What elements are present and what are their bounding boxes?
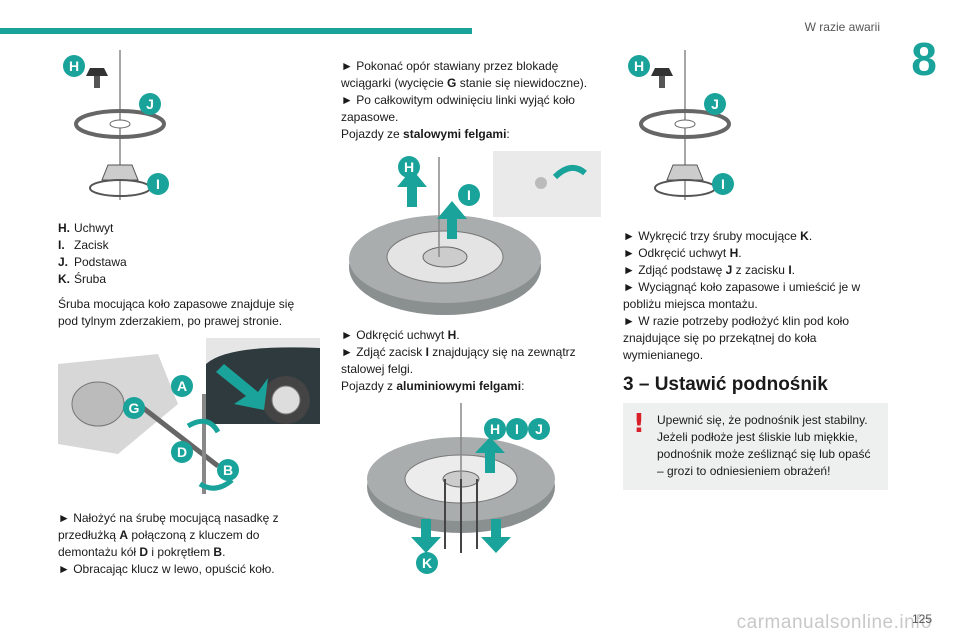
spare-wheel-fixing-diagram: H J I — [63, 50, 169, 200]
fig5-label-h: H — [634, 58, 644, 74]
legend-item: I.Zacisk — [58, 238, 109, 252]
page-number: 125 — [911, 612, 932, 626]
fig4-label-h: H — [490, 421, 500, 437]
steel-rims-heading: Pojazdy ze stalowymi felgami: — [341, 127, 510, 141]
legend-item: H.Uchwyt — [58, 221, 114, 235]
header-accent-bar — [0, 28, 472, 34]
fig1-label-j: J — [146, 96, 154, 112]
chapter-number: 8 — [888, 28, 960, 90]
warning-text: Upewnić się, że podnośnik jest stabilny. — [657, 413, 868, 427]
instruction-step: Pokonać opór stawiany przez blokadę wcią… — [341, 58, 603, 92]
location-text: Śruba mocująca koło zapasowe znajduje si… — [58, 297, 295, 328]
instruction-step: Odkręcić uchwyt H. — [623, 245, 888, 262]
alu-rims-heading: Pojazdy z aluminiowymi felgami: — [341, 379, 525, 393]
alloy-rim-spare-wheel-diagram: H I J K — [367, 403, 555, 574]
fig4-label-i: I — [515, 421, 519, 437]
fig3-label-h: H — [404, 159, 414, 175]
wheel-lowering-tool-diagram: A G D B — [58, 338, 320, 494]
parts-legend: H.Uchwyt I.Zacisk J.Podstawa K.Śruba — [58, 220, 310, 288]
column-3: H J I Wykręcić trzy śruby mocujące K. Od… — [623, 40, 888, 490]
column-2: Pokonać opór stawiany przez blokadę wcią… — [341, 40, 603, 577]
fig2-label-b: B — [223, 462, 233, 478]
instruction-step: Wykręcić trzy śruby mocujące K. — [623, 228, 888, 245]
legend-item: J.Podstawa — [58, 255, 127, 269]
fig3-label-i: I — [467, 187, 471, 203]
fig2-label-d: D — [177, 444, 187, 460]
fig1-label-i: I — [156, 176, 160, 192]
warning-exclamation-icon: ! — [633, 409, 645, 439]
instruction-step: Odkręcić uchwyt H. — [341, 327, 603, 344]
instruction-step: Wyciągnąć koło zapasowe i umieścić je w … — [623, 279, 888, 313]
warning-text: Jeżeli podłoże jest śliskie lub miękkie,… — [657, 430, 871, 478]
watermark: carmanualsonline.info — [736, 612, 932, 633]
instruction-step: Nałożyć na śrubę mocującą nasadkę z prze… — [58, 510, 310, 561]
fig4-label-k: K — [422, 555, 432, 571]
legend-item: K.Śruba — [58, 272, 107, 286]
fig5-label-j: J — [711, 96, 719, 112]
instruction-step: Zdjąć podstawę J z zacisku I. — [623, 262, 888, 279]
fig4-label-j: J — [535, 421, 543, 437]
instruction-step: Obracając klucz w lewo, opuścić koło. — [58, 561, 310, 578]
alloy-fixing-parts-diagram: H J I — [628, 50, 734, 200]
warning-box: ! Upewnić się, że podnośnik jest stabiln… — [623, 403, 888, 490]
section-title: W razie awarii — [804, 20, 880, 34]
instruction-step: Po całkowitym odwinięciu linki wyjąć koł… — [341, 92, 603, 126]
column-1: H J I H.Uchwyt I.Zacisk J.Podstawa K.Śru… — [58, 40, 320, 578]
fig2-label-g: G — [129, 400, 140, 416]
fig2-label-a: A — [177, 378, 187, 394]
fig1-label-h: H — [69, 58, 79, 74]
instruction-step: Zdjąć zacisk I znajdujący się na zewnątr… — [341, 344, 603, 378]
steel-rim-spare-wheel-diagram: H I — [349, 151, 601, 315]
section-heading: 3 – Ustawić podnośnik — [623, 374, 828, 395]
fig5-label-i: I — [721, 176, 725, 192]
instruction-step: W razie potrzeby podłożyć klin pod koło … — [623, 313, 888, 364]
